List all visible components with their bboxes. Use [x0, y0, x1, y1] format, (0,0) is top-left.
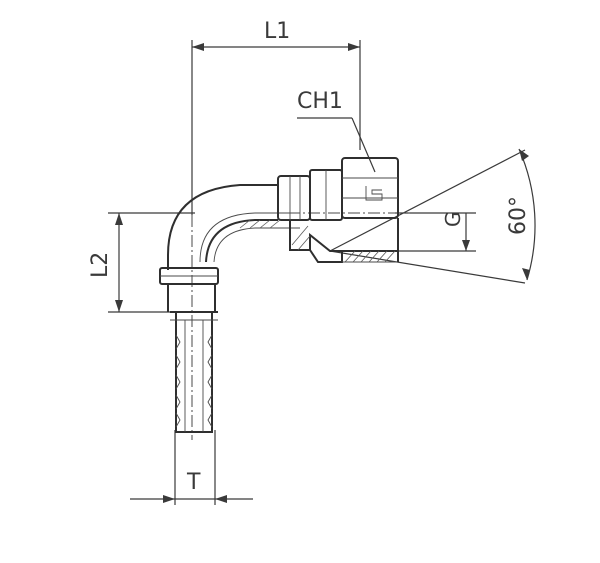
g-label: G: [441, 212, 465, 228]
dimension-angle: 60°: [329, 148, 536, 284]
section-hatching: [239, 219, 396, 263]
t-label: T: [186, 470, 201, 495]
dimension-l2: L2: [88, 212, 195, 313]
dimension-t: T: [130, 430, 253, 505]
angle-label: 60°: [506, 196, 531, 235]
dimension-ch1: CH1: [297, 89, 376, 173]
dimension-g: G: [395, 212, 476, 252]
l1-label: L1: [264, 19, 290, 44]
l2-label: L2: [88, 252, 113, 278]
shank-ribs: [175, 320, 213, 432]
ch1-label: CH1: [297, 89, 343, 114]
fitting-body: [159, 157, 410, 440]
dimension-l1: L1: [191, 19, 361, 215]
